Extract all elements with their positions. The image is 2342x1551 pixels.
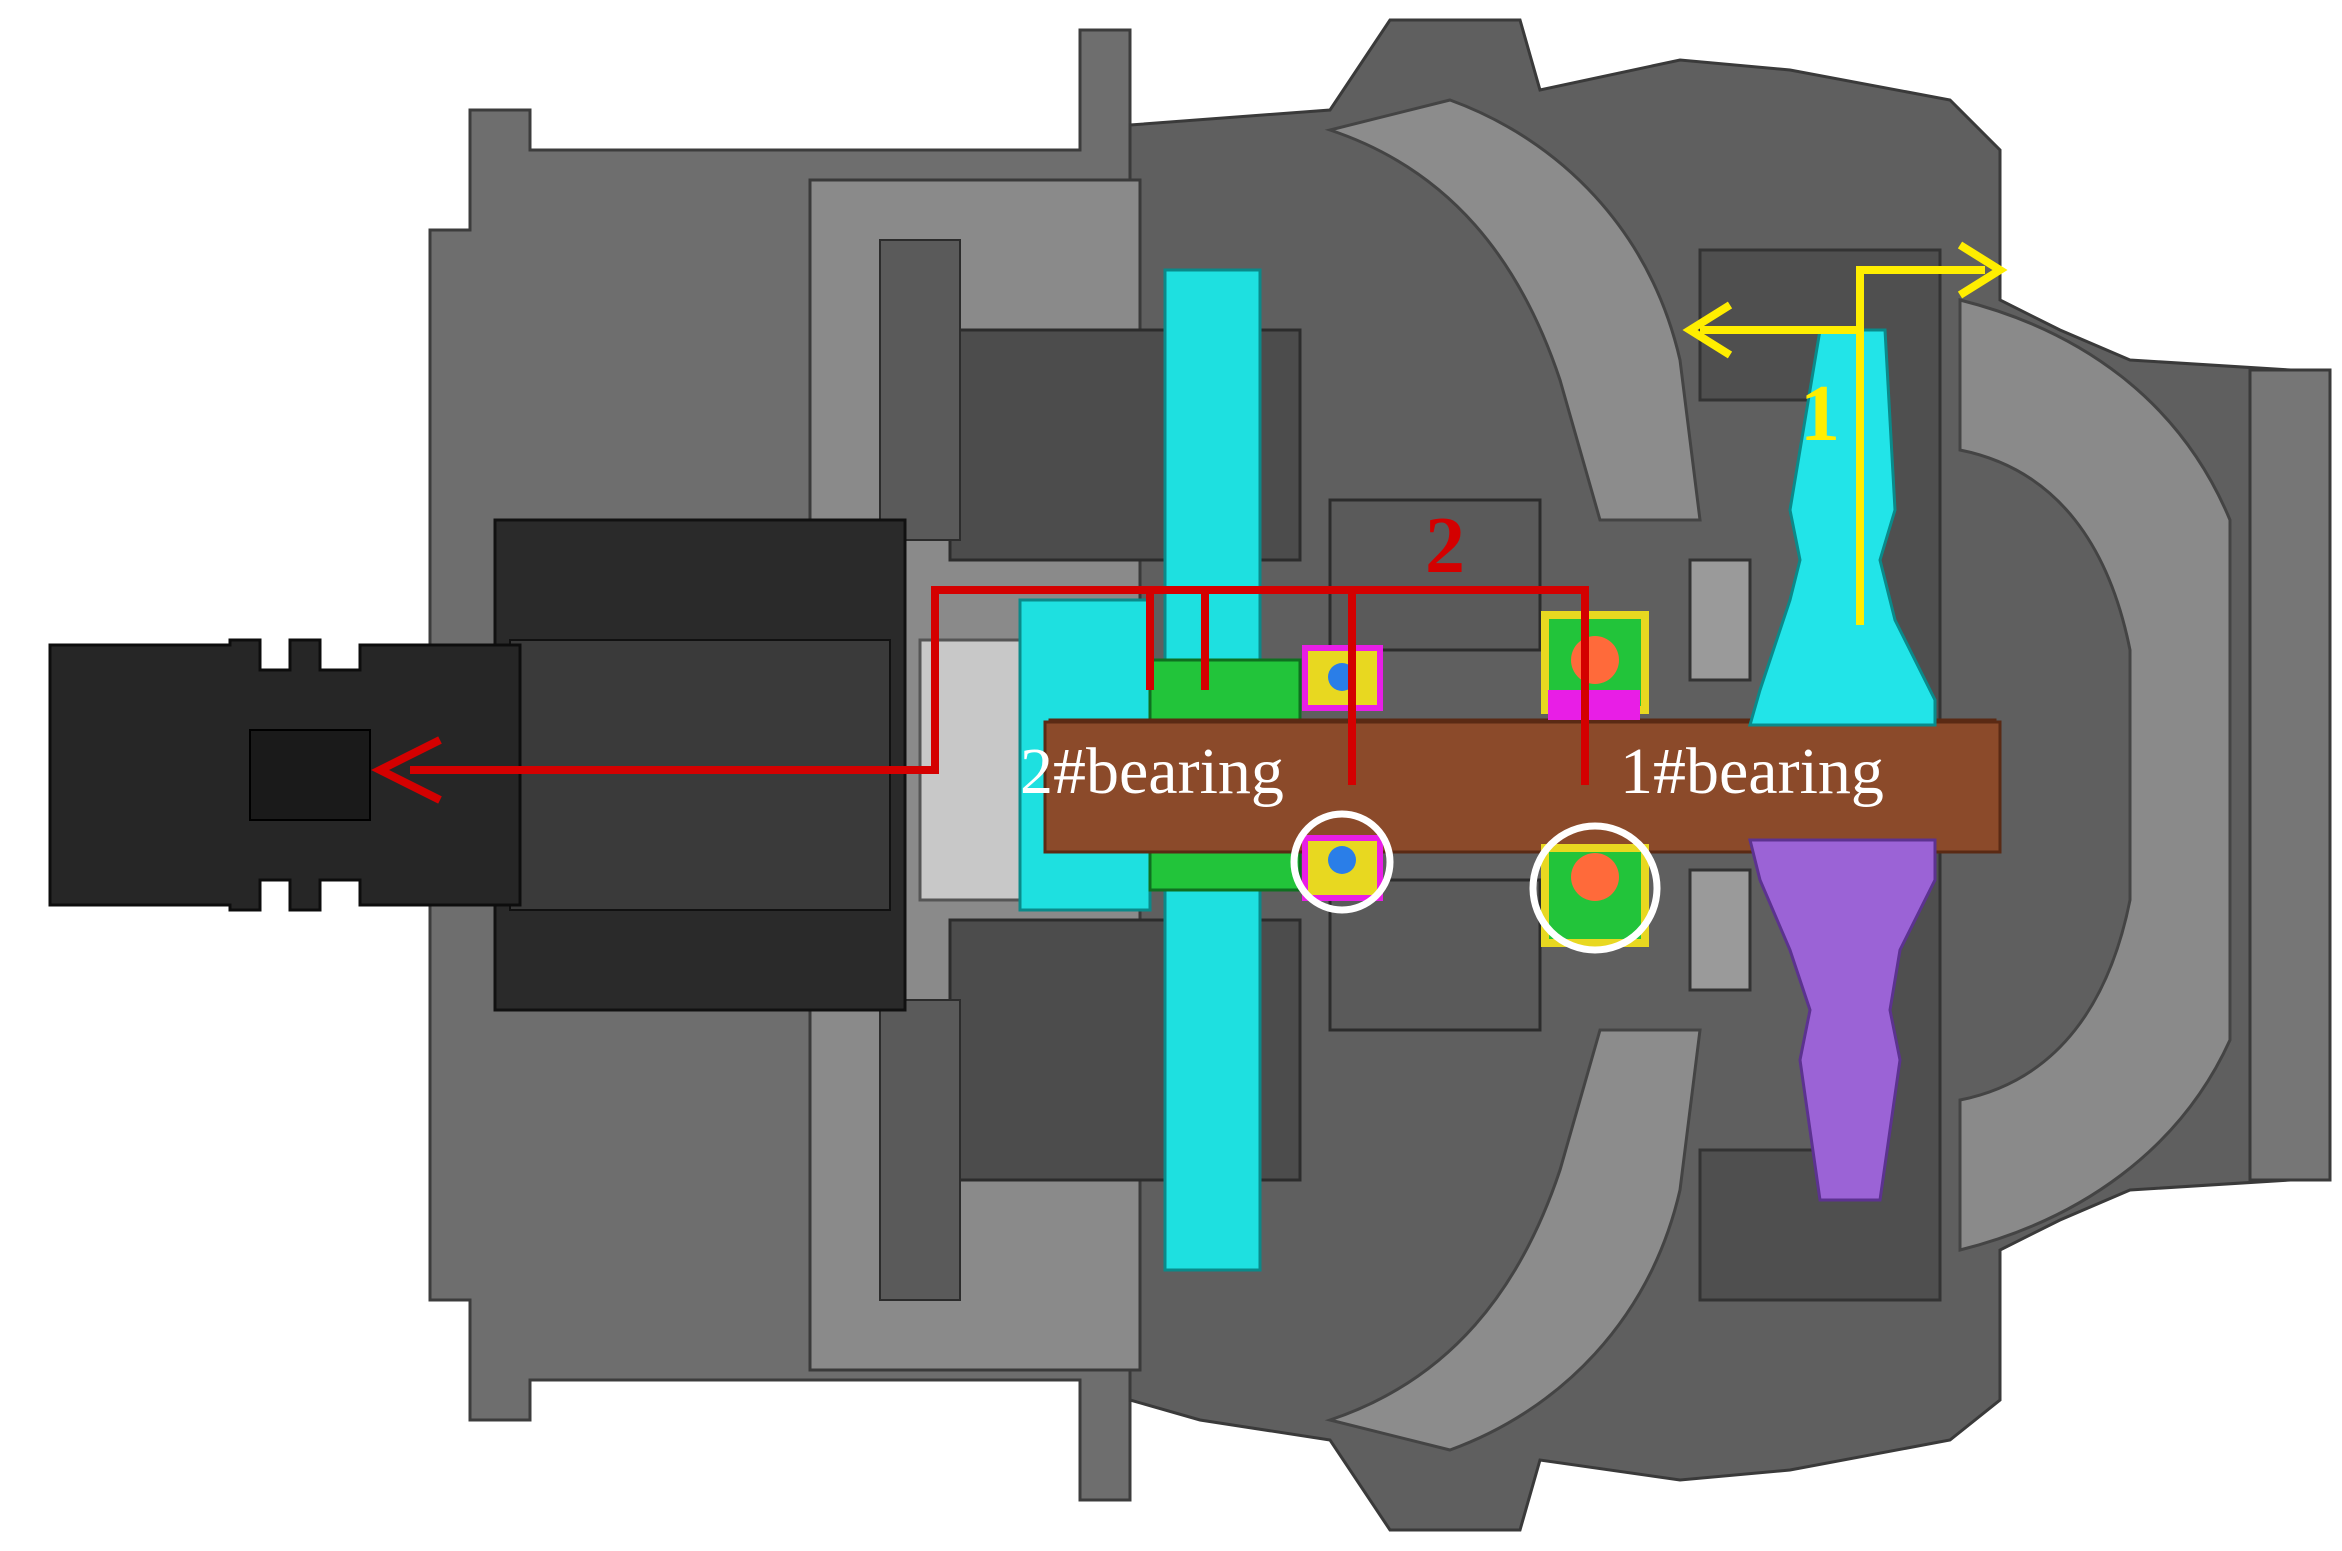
bearing-1-ball-upper bbox=[1571, 636, 1619, 684]
bearing-1-spacer bbox=[1548, 690, 1640, 720]
load-path-1-arrow-left bbox=[1682, 301, 1733, 359]
load-path-2-label: 2 bbox=[1425, 502, 1465, 590]
load-path-2-line bbox=[410, 586, 1589, 785]
load-path-1-vertical bbox=[1856, 266, 1985, 625]
bearing-1-label: 1#bearing bbox=[1620, 735, 1884, 808]
load-path-2-arrowhead bbox=[371, 736, 442, 804]
shaft-collar bbox=[249, 729, 371, 821]
load-path-2 bbox=[371, 586, 1589, 804]
shaft-nut bbox=[1688, 558, 1752, 682]
bearing-2-ball-lower bbox=[1328, 846, 1356, 874]
bearing-1-highlight-circle bbox=[1529, 822, 1661, 954]
impeller-upper bbox=[1748, 328, 1937, 727]
scroll-lower bbox=[1324, 1028, 1702, 1452]
bearing-1-group bbox=[1541, 611, 1649, 947]
coupling-inner bbox=[509, 639, 891, 911]
scroll-upper bbox=[1324, 98, 1702, 522]
load-path-1-label: 1 bbox=[1800, 370, 1840, 458]
inlet-flange bbox=[2248, 368, 2332, 1182]
shaft-nut-lower bbox=[1688, 868, 1752, 992]
bearing-seat-upper bbox=[1328, 498, 1542, 652]
output-shaft bbox=[48, 518, 1032, 1012]
impeller-lower bbox=[1748, 838, 1937, 1202]
winding-upper bbox=[879, 239, 961, 541]
bearing-1-ball-lower bbox=[1571, 853, 1619, 901]
bearing-2-highlight-circle bbox=[1290, 810, 1394, 914]
load-path-1 bbox=[1682, 241, 2008, 625]
inlet-duct bbox=[1958, 298, 2232, 1252]
bearing-2-label: 2#bearing bbox=[1020, 735, 1284, 808]
winding-lower bbox=[879, 999, 961, 1301]
load-path-1-arrow-right bbox=[1957, 241, 2008, 299]
rotor-shaft-body bbox=[1043, 720, 2002, 854]
bearing-2-group bbox=[1302, 645, 1383, 901]
